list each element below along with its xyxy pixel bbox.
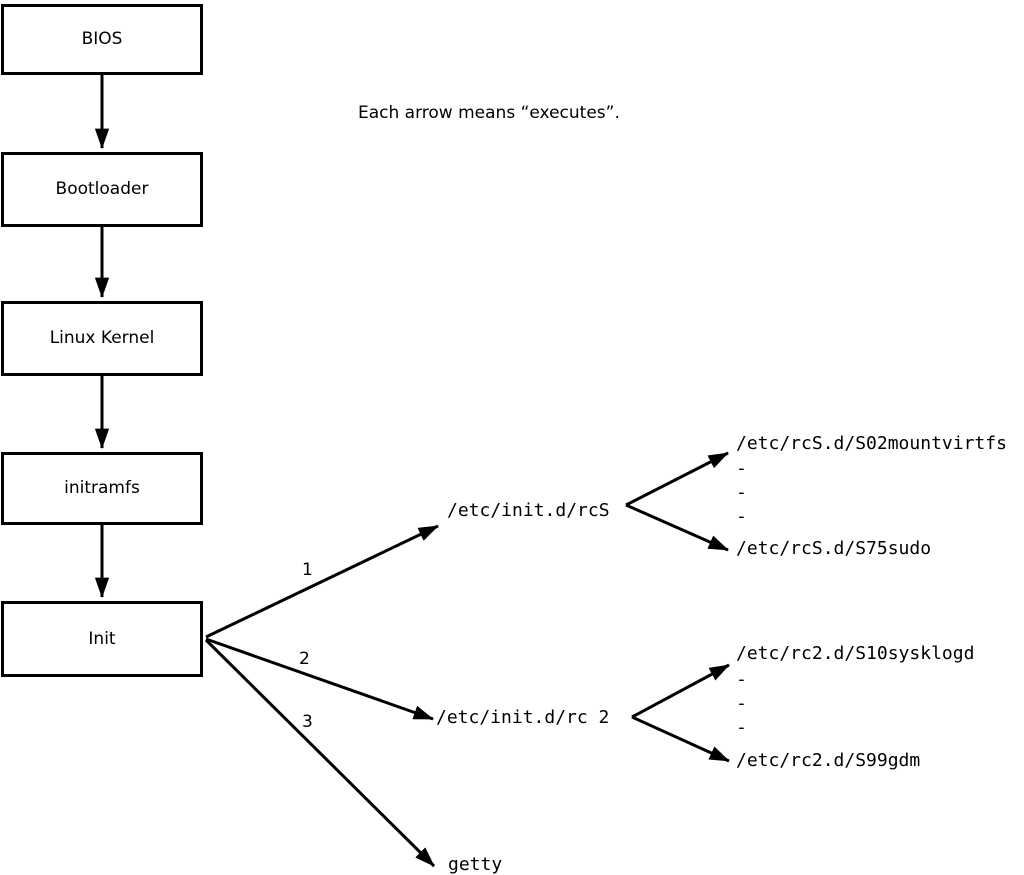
arrow-rcs-to-s75sudo — [625, 503, 729, 552]
arrow-init-to-rcs — [205, 524, 439, 639]
box-bootloader: Bootloader — [1, 152, 203, 227]
arrow-rc2-to-s10sysklogd — [631, 663, 730, 719]
box-label: Init — [88, 628, 116, 649]
rcs-child-dash-1: - — [736, 458, 747, 479]
rcs-child-dash-3: - — [736, 506, 747, 527]
branch-2-number: 2 — [299, 649, 310, 669]
box-label: BIOS — [81, 29, 123, 49]
rc2-child-dash-1: - — [736, 669, 747, 690]
box-label: Linux Kernel — [49, 328, 155, 348]
arrow-init-to-getty — [204, 638, 436, 868]
script-rc2: /etc/init.d/rc 2 — [436, 707, 610, 728]
rc2-child-dash-2: - — [736, 693, 747, 714]
box-linux-kernel: Linux Kernel — [1, 301, 203, 376]
branch-1-number: 1 — [302, 560, 313, 580]
rcs-child-s02mountvirtfs: /etc/rcS.d/S02mountvirtfs — [736, 433, 1007, 454]
rc2-child-s10sysklogd: /etc/rc2.d/S10sysklogd — [736, 643, 975, 664]
box-label: initramfs — [64, 478, 140, 498]
arrow-rc2-to-s99gdm — [631, 715, 730, 763]
arrow-init-to-rc2 — [205, 637, 434, 721]
box-label: Bootloader — [55, 179, 149, 199]
branch-3-number: 3 — [302, 712, 313, 732]
rc2-child-dash-3: - — [736, 717, 747, 738]
rcs-child-s75sudo: /etc/rcS.d/S75sudo — [736, 538, 932, 559]
script-getty: getty — [448, 854, 503, 875]
arrow-rcs-to-s02mountvirtfs — [625, 451, 729, 507]
rcs-child-dash-2: - — [736, 482, 747, 503]
box-initramfs: initramfs — [1, 452, 203, 525]
legend-note: Each arrow means “executes”. — [358, 103, 620, 123]
script-rcs: /etc/init.d/rcS — [447, 500, 610, 521]
box-init: Init — [1, 601, 203, 677]
rc2-child-s99gdm: /etc/rc2.d/S99gdm — [736, 750, 921, 771]
box-bios: BIOS — [1, 4, 203, 75]
